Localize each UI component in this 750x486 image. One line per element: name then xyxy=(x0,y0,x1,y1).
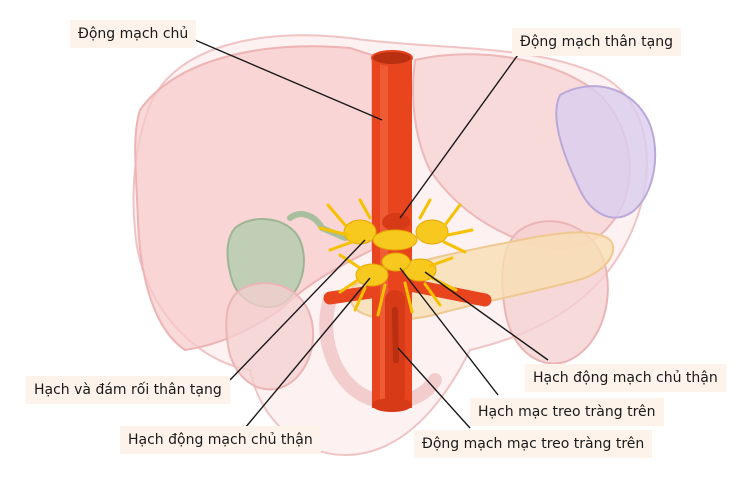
leader-celiac-trunk xyxy=(399,51,521,219)
pancreas-shape xyxy=(348,231,615,321)
leader-aorticorenal-ganglion-left xyxy=(424,271,549,361)
leader-aorta xyxy=(194,39,383,121)
celiac-ganglion-plexus xyxy=(343,219,449,251)
label-aorticorenal-ganglion-left: Hạch động mạch chủ thận xyxy=(525,364,726,392)
duodenum-shape xyxy=(319,293,442,410)
label-superior-mesenteric-artery: Động mạch mạc treo tràng trên xyxy=(414,430,653,458)
celiac-trunk-vessel xyxy=(382,213,410,231)
spleen-shape xyxy=(555,85,657,219)
label-celiac-trunk: Động mạch thân tạng xyxy=(512,28,681,56)
leader-aorticorenal-ganglion-right xyxy=(244,277,371,429)
leader-superior-mesenteric-ganglion xyxy=(399,267,499,396)
label-aorticorenal-ganglion-right: Hạch động mạch chủ thận xyxy=(120,426,321,454)
label-celiac-ganglion-plexus: Hạch và đám rối thân tạng xyxy=(26,376,230,404)
label-aorta: Động mạch chủ xyxy=(70,20,197,48)
leader-celiac-ganglion xyxy=(229,239,366,381)
aorta-top-opening xyxy=(371,50,413,66)
leader-superior-mesenteric-artery xyxy=(397,347,471,429)
superior-mesenteric-artery-inner xyxy=(392,307,399,363)
aorticorenal-ganglia xyxy=(355,252,437,287)
label-superior-mesenteric-ganglion: Hạch mạc treo tràng trên xyxy=(470,398,664,426)
right-kidney-shape xyxy=(225,282,315,391)
